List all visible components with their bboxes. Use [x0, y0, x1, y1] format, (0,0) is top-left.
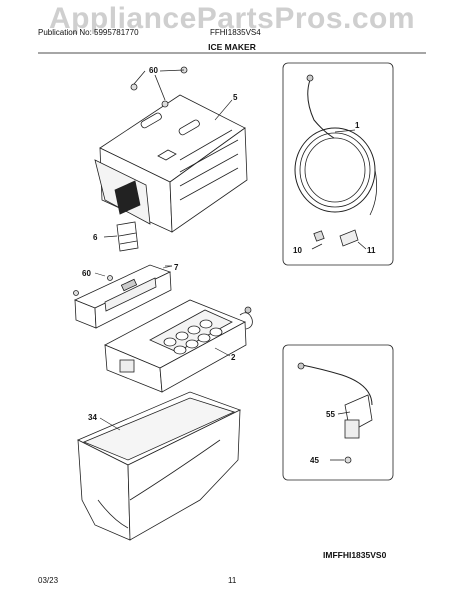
- callout-60-top: 60: [149, 66, 158, 75]
- callout-45: 45: [310, 456, 319, 465]
- callout-10: 10: [293, 246, 302, 255]
- valve-panel: [282, 344, 394, 481]
- callout-60-mid: 60: [82, 269, 91, 278]
- part-1-panel: [282, 62, 394, 266]
- diagram-reference: IMFFHI1835VS0: [323, 550, 387, 560]
- footer-date: 03/23: [38, 576, 59, 585]
- callout-55: 55: [326, 410, 335, 419]
- callout-6: 6: [93, 233, 98, 242]
- page-title: ICE MAKER: [208, 42, 256, 52]
- part-5-housing: [94, 94, 248, 233]
- callout-11: 11: [367, 246, 376, 255]
- part-2-ice-maker: [104, 299, 253, 393]
- callout-7: 7: [174, 263, 179, 272]
- model-number: FFHI1835VS4: [210, 28, 261, 37]
- page-number: 11: [228, 576, 237, 585]
- leader-lines: [94, 99, 233, 431]
- part-6-bracket: [103, 221, 139, 252]
- part-60-screws-top: [130, 66, 188, 108]
- callout-5: 5: [233, 93, 238, 102]
- callout-1: 1: [355, 121, 360, 130]
- part-34-ice-bucket: [77, 391, 242, 541]
- callout-34: 34: [88, 413, 97, 422]
- part-7-front-cover: [73, 264, 172, 329]
- callout-2: 2: [231, 353, 236, 362]
- watermark: AppliancePartsPros.com: [48, 2, 416, 35]
- publication-number: Publication No: 5995781770: [38, 28, 139, 37]
